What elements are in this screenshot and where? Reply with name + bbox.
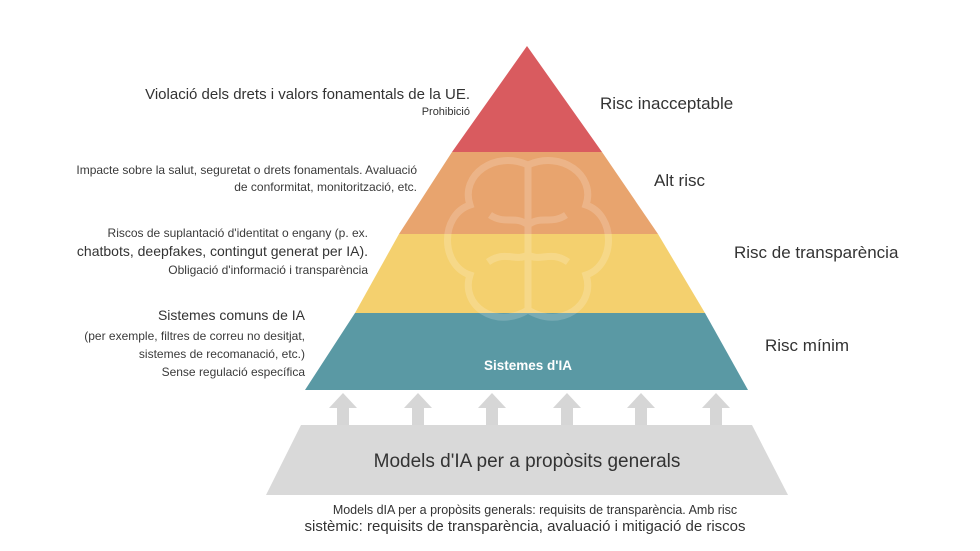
desc-minimal-line3: sistemes de recomanació, etc.): [138, 347, 305, 361]
up-arrow-icon: [478, 393, 506, 425]
desc-transparency-line3: Obligació d'informació i transparència: [168, 263, 368, 277]
footer-line2: sistèmic: requisits de transparència, av…: [304, 518, 746, 535]
desc-minimal-line4: Sense regulació específica: [161, 365, 305, 379]
up-arrow-icon: [702, 393, 730, 425]
tier-unacceptable: [452, 46, 602, 152]
footer-line1: Models dIA per a propòsits generals: req…: [332, 503, 738, 517]
base-trapezoid: [266, 425, 788, 495]
base-title: Models d'IA per a propòsits generals: [373, 451, 681, 472]
desc-unacceptable-main: Violació dels drets i valors fonamentals…: [145, 86, 470, 103]
up-arrow-icon: [329, 393, 357, 425]
up-arrow-icon: [627, 393, 655, 425]
desc-high-line1: Impacte sobre la salut, seguretat o dret…: [76, 163, 417, 177]
tier-minimal: [305, 313, 748, 390]
label-minimal: Risc mínim: [765, 336, 850, 355]
tier-high: [399, 152, 658, 234]
desc-transparency-line1: Riscos de suplantació d'identitat o enga…: [107, 226, 368, 240]
up-arrow-icon: [553, 393, 581, 425]
desc-high-line2: de conformitat, monitorització, etc.: [234, 180, 417, 194]
label-unacceptable: Risc inacceptable: [600, 94, 734, 113]
desc-unacceptable-sub: Prohibició: [421, 106, 470, 118]
desc-minimal-line2: (per exemple, filtres de correu no desit…: [84, 329, 305, 343]
up-arrow-icon: [404, 393, 432, 425]
arrows-group: [329, 393, 730, 425]
desc-minimal-line1: Sistemes comuns de IA: [157, 307, 305, 323]
tier-minimal-inner-label: Sistemes d'IA: [484, 358, 572, 373]
brain-watermark-icon: [444, 157, 612, 321]
tier-transparency: [355, 234, 705, 313]
label-transparency: Risc de transparència: [734, 243, 899, 262]
desc-transparency-line2: chatbots, deepfakes, contingut generat p…: [76, 243, 368, 259]
label-high: Alt risc: [654, 171, 705, 190]
